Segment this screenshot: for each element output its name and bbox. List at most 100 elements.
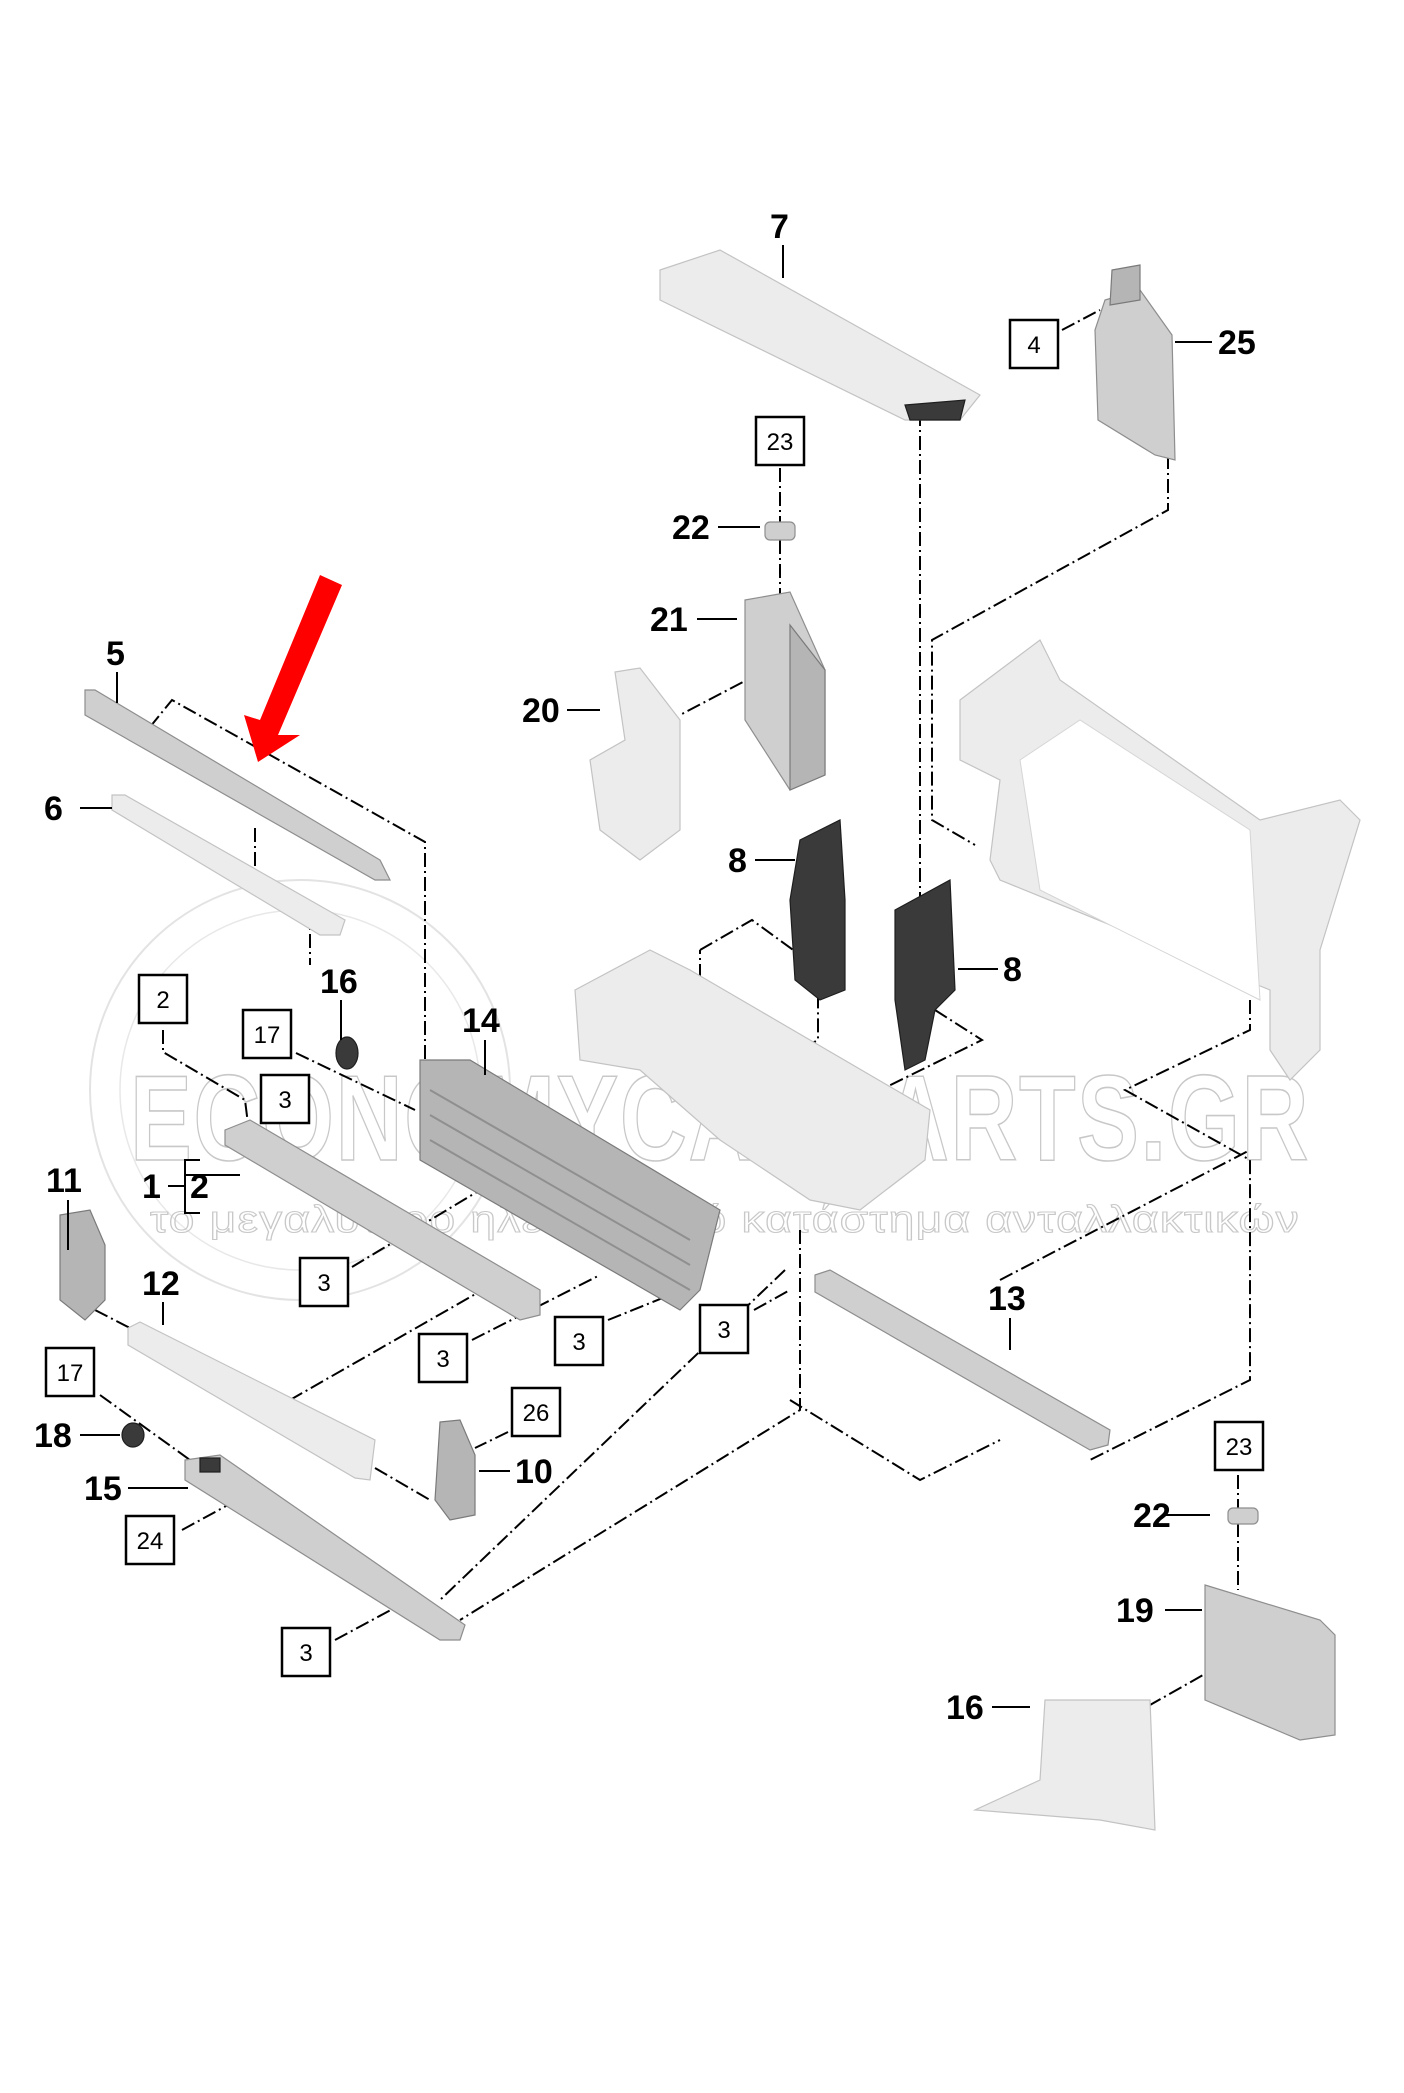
ref-box-label: 3 [317,1270,330,1297]
front-end-carrier [959,639,1361,1081]
part-15-sensor [199,1457,221,1473]
ref-box-24[interactable]: 24 [124,1514,176,1566]
ref-box-label: 26 [523,1400,550,1427]
assembly-line [374,1467,431,1501]
callout-16-top[interactable]: 16 [320,963,358,1001]
callout-14[interactable]: 14 [462,1002,500,1040]
ref-box-17-top[interactable]: 17 [241,1008,293,1060]
part-13-lower-panel[interactable] [814,1269,1111,1451]
part-8-right-duct[interactable] [894,879,956,1071]
callout-1[interactable]: 1 [142,1168,161,1206]
ref-box-frame [44,1346,96,1398]
ref-box-4[interactable]: 4 [1008,318,1060,370]
ref-box-frame [124,1514,176,1566]
assembly-line [931,455,1169,846]
part-25-top [1109,264,1141,306]
part-22-sensor-top[interactable] [764,521,796,541]
part-2-reinforcement[interactable] [224,1119,541,1321]
callout-10[interactable]: 10 [515,1453,553,1491]
callout-25[interactable]: 25 [1218,324,1256,362]
ref-box-frame [259,1073,311,1125]
part-22-sensor-lower[interactable] [1227,1507,1259,1525]
callout-22[interactable]: 22 [672,509,710,547]
ref-box-label: 3 [278,1087,291,1114]
highlight-arrow [244,575,342,762]
assembly-line [859,1009,985,1101]
ref-box-label: 3 [299,1640,312,1667]
assembly-line [999,1149,1251,1281]
part-16-clip-top[interactable] [335,1036,359,1070]
ref-box-frame [280,1626,332,1678]
ref-box-3-e[interactable]: 3 [698,1303,750,1355]
ref-box-frame [1008,318,1060,370]
callout-12[interactable]: 12 [142,1265,180,1303]
assembly-line [753,1289,791,1311]
callout-6[interactable]: 6 [44,790,63,828]
assembly-line [459,1230,801,1621]
ref-box-label: 4 [1027,332,1040,359]
callout-13[interactable]: 13 [988,1280,1026,1318]
ref-box-23-lower[interactable]: 23 [1213,1420,1265,1472]
part-14-shutter[interactable] [419,1059,721,1311]
ref-box-frame [698,1303,750,1355]
part-19-air-guide[interactable] [589,667,681,861]
ref-box-label: 3 [717,1317,730,1344]
ref-box-frame [510,1386,562,1438]
ref-box-3-c[interactable]: 3 [417,1332,469,1384]
part-16-clip-lower[interactable] [121,1422,145,1448]
callout-20[interactable]: 19 [1116,1592,1154,1630]
part-8-left-duct[interactable] [789,819,846,1001]
assembly-line [162,1030,251,1141]
part-18-air-guide[interactable] [972,1699,1156,1831]
part-6-bracket[interactable] [111,794,346,936]
ref-box-label: 23 [767,429,794,456]
assembly-line [607,1294,671,1321]
callout-22-lower[interactable]: 22 [1133,1497,1171,1535]
callout-7[interactable]: 7 [770,208,789,246]
callout-19[interactable]: 20 [522,692,560,730]
parts [59,249,1361,1831]
callout-18[interactable]: 16 [946,1689,984,1727]
ref-box-3-a[interactable]: 3 [259,1073,311,1125]
watermark-subtitle: το μεγαλύτερο ηλεκτρονικό κατάστημα αντα… [150,1199,1300,1241]
ref-box-2[interactable]: 2 [137,973,189,1025]
part-25-bracket[interactable] [1094,289,1176,461]
part-15-lower-carrier[interactable] [184,1454,466,1641]
callout-11[interactable]: 11 [46,1162,82,1200]
part-5-trim-bar[interactable] [84,689,391,881]
reference-boxes: 4 23 23 2 17 3 3 3 [44,318,1265,1678]
callout-15[interactable]: 15 [84,1470,122,1508]
part-11-left-grille[interactable] [59,1209,106,1321]
ref-box-label: 24 [137,1528,164,1555]
part-12-lower-trim[interactable] [127,1321,376,1481]
ref-box-3-d[interactable]: 3 [553,1315,605,1367]
part-14-louvers [429,1089,691,1291]
red-arrow-icon [244,575,342,762]
callout-5[interactable]: 5 [106,635,125,673]
part-21-side [789,623,826,791]
callout-8-left[interactable]: 8 [728,842,747,880]
callouts: 7 25 22 21 20 5 6 8 8 16 14 11 1 2 12 13… [34,208,1256,1727]
part-20-radiator[interactable] [1204,1584,1336,1741]
ref-box-17-lower[interactable]: 17 [44,1346,96,1398]
ref-box-3-f[interactable]: 3 [280,1626,332,1678]
assembly-line [789,1399,1001,1482]
carrier-frame-opening [1019,719,1261,1001]
part-10-right-grille[interactable] [434,1419,476,1521]
part-7-air-duct[interactable] [659,249,981,421]
ref-box-23-top[interactable]: 23 [754,415,806,467]
ref-box-26[interactable]: 26 [510,1386,562,1438]
assembly-line [99,1394,191,1461]
assembly-line [295,1052,416,1111]
callout-8-right[interactable]: 8 [1003,951,1022,989]
ref-box-frame [137,973,189,1025]
ref-box-frame [1213,1420,1265,1472]
ref-box-3-b[interactable]: 3 [298,1256,350,1308]
assembly-line [334,1604,401,1641]
callout-2[interactable]: 2 [190,1168,209,1206]
callout-16-lower[interactable]: 18 [34,1417,72,1455]
bumper-beam [574,949,931,1211]
callout-21[interactable]: 21 [650,601,688,639]
assembly-line [289,1279,501,1401]
